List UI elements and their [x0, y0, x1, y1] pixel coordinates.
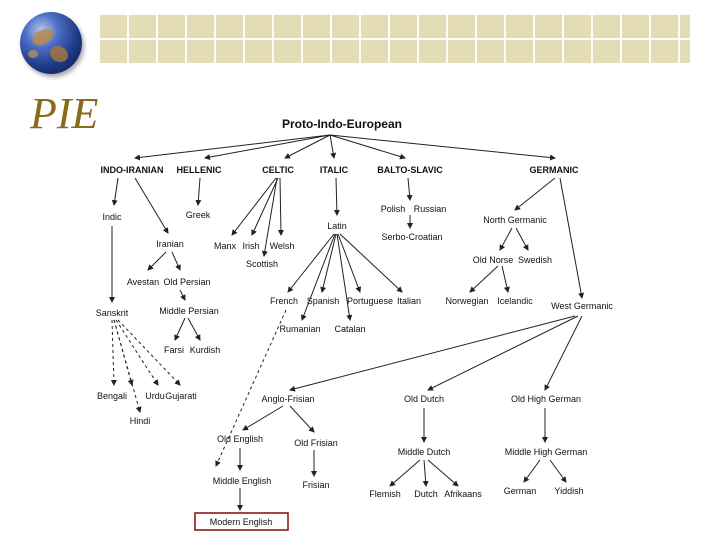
- edge: [428, 316, 578, 390]
- node-middle-english: Middle English: [213, 476, 272, 486]
- edge: [500, 228, 512, 250]
- edge: [337, 234, 350, 320]
- node-italian: Italian: [397, 296, 421, 306]
- node-proto-indo-european: Proto-Indo-European: [282, 117, 402, 131]
- node-old-english: Old English: [217, 434, 263, 444]
- node-hellenic: HELLENIC: [177, 165, 223, 175]
- edge: [148, 252, 166, 270]
- edge: [172, 252, 180, 270]
- edge: [424, 460, 426, 486]
- edge-root-italic: [330, 135, 334, 158]
- edge: [252, 178, 278, 235]
- edge: [502, 266, 508, 292]
- edge-root-celtic: [285, 135, 330, 158]
- edge: [545, 316, 582, 390]
- edge: [470, 266, 498, 292]
- edge: [428, 460, 458, 486]
- node-avestan: Avestan: [127, 277, 159, 287]
- node-north-germanic: North Germanic: [483, 215, 547, 225]
- edge: [302, 234, 335, 320]
- node-kurdish: Kurdish: [190, 345, 221, 355]
- edge-root-hellenic: [205, 135, 330, 158]
- edge: [290, 316, 575, 390]
- node-iranian: Iranian: [156, 239, 184, 249]
- tree-labels: Proto-Indo-European INDO-IRANIAN HELLENI…: [96, 117, 614, 530]
- edge: [524, 460, 540, 482]
- node-catalan: Catalan: [334, 324, 365, 334]
- node-irish: Irish: [242, 241, 259, 251]
- node-west-germanic: West Germanic: [551, 301, 613, 311]
- node-german: German: [504, 486, 537, 496]
- node-modern-english: Modern English: [210, 517, 273, 527]
- node-middle-persian: Middle Persian: [159, 306, 219, 316]
- node-rumanian: Rumanian: [279, 324, 320, 334]
- edge: [243, 406, 283, 430]
- node-russian: Russian: [414, 204, 447, 214]
- node-manx: Manx: [214, 241, 237, 251]
- node-old-dutch: Old Dutch: [404, 394, 444, 404]
- node-frisian: Frisian: [302, 480, 329, 490]
- edge: [114, 320, 132, 385]
- node-polish: Polish: [381, 204, 406, 214]
- edge: [390, 460, 420, 486]
- node-middle-high-german: Middle High German: [505, 447, 588, 457]
- node-sanskrit: Sanskrit: [96, 308, 129, 318]
- edge: [135, 178, 168, 233]
- edge: [288, 234, 334, 292]
- edge: [515, 178, 555, 210]
- edge: [408, 178, 410, 200]
- node-yiddish: Yiddish: [554, 486, 583, 496]
- node-farsi: Farsi: [164, 345, 184, 355]
- node-bengali: Bengali: [97, 391, 127, 401]
- node-norwegian: Norwegian: [445, 296, 488, 306]
- edge-root-indo-iranian: [135, 135, 330, 158]
- node-balto-slavic: BALTO-SLAVIC: [377, 165, 443, 175]
- edge: [175, 318, 185, 340]
- node-indic: Indic: [102, 212, 122, 222]
- node-middle-dutch: Middle Dutch: [398, 447, 451, 457]
- edge-root-germanic: [330, 135, 555, 158]
- node-spanish: Spanish: [307, 296, 340, 306]
- node-welsh: Welsh: [270, 241, 295, 251]
- node-germanic: GERMANIC: [530, 165, 579, 175]
- edge: [180, 290, 185, 300]
- edge: [280, 178, 281, 235]
- edge: [336, 178, 337, 215]
- edge: [290, 406, 314, 432]
- node-anglo-frisian: Anglo-Frisian: [261, 394, 314, 404]
- node-latin: Latin: [327, 221, 347, 231]
- node-dutch: Dutch: [414, 489, 438, 499]
- node-hindi: Hindi: [130, 416, 151, 426]
- edge: [560, 178, 582, 298]
- node-icelandic: Icelandic: [497, 296, 533, 306]
- node-flemish: Flemish: [369, 489, 401, 499]
- node-urdu: Urdu: [145, 391, 165, 401]
- node-celtic: CELTIC: [262, 165, 294, 175]
- node-italic: ITALIC: [320, 165, 349, 175]
- edge: [550, 460, 566, 482]
- edge: [116, 320, 158, 385]
- edge: [188, 318, 200, 340]
- node-swedish: Swedish: [518, 255, 552, 265]
- node-scottish: Scottish: [246, 259, 278, 269]
- node-old-high-german: Old High German: [511, 394, 581, 404]
- edge: [112, 320, 114, 385]
- node-serbo-croatian: Serbo-Croatian: [381, 232, 442, 242]
- node-gujarati: Gujarati: [165, 391, 197, 401]
- edge: [114, 178, 118, 205]
- edge: [198, 178, 200, 205]
- node-french: French: [270, 296, 298, 306]
- node-old-frisian: Old Frisian: [294, 438, 338, 448]
- node-greek: Greek: [186, 210, 211, 220]
- node-old-persian: Old Persian: [163, 277, 210, 287]
- node-portuguese: Portuguese: [347, 296, 393, 306]
- edge: [516, 228, 528, 250]
- node-indo-iranian: INDO-IRANIAN: [101, 165, 164, 175]
- node-old-norse: Old Norse: [473, 255, 514, 265]
- node-afrikaans: Afrikaans: [444, 489, 482, 499]
